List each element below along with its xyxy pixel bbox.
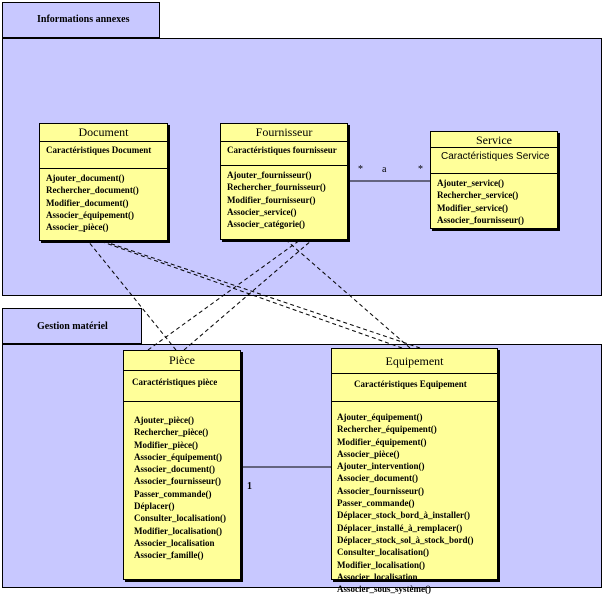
operation: Déplacer_stock_bord_à_installer(): [337, 510, 470, 521]
operation: Modifier_équipement(): [337, 436, 427, 447]
class-fournisseur: Fournisseur Caractéristiques fournisseur…: [220, 123, 348, 240]
package-gestion-materiel: [2, 344, 602, 588]
class-operations-document: Ajouter_document() Rechercher_document()…: [40, 169, 167, 233]
dependency-equipement-fournisseur: [285, 239, 411, 349]
package-title-gestion-materiel: Gestion matériel: [37, 321, 108, 332]
dependency-piece-fournisseur-b: [183, 239, 313, 351]
class-document: Document Caractéristiques Document Ajout…: [39, 123, 168, 241]
dependency-equipement-document-b: [102, 240, 421, 349]
operation: Associer_fournisseur(): [134, 476, 221, 487]
package-title-informations-annexes: Informations annexes: [37, 14, 130, 25]
operation: Associer_équipement(): [46, 209, 134, 220]
association-name-fournisseur-service: a: [382, 164, 387, 175]
package-tab-gestion-materiel: Gestion matériel: [2, 308, 142, 344]
operation: Consulter_localisation(): [134, 513, 226, 524]
class-attributes-piece: Caractéristiques pièce: [124, 371, 240, 402]
operation: Rechercher_fournisseur(): [227, 182, 326, 193]
operation: Déplacer_stock_sol_à_stock_bord(): [337, 534, 474, 545]
operation: Associer_pièce(): [337, 448, 400, 459]
class-attributes-document: Caractéristiques Document: [40, 142, 167, 169]
operation: Déplacer(): [134, 501, 175, 512]
operation: Associer_service(): [227, 206, 297, 217]
class-operations-fournisseur: Ajouter_fournisseur() Rechercher_fournis…: [221, 166, 347, 230]
class-attributes-fournisseur: Caractéristiques fournisseur: [221, 142, 347, 166]
operation: Rechercher_service(): [437, 190, 519, 201]
operation: Rechercher_pièce(): [134, 427, 209, 438]
operation: Associer_fournisseur(): [337, 485, 424, 496]
operation: Ajouter_intervention(): [337, 461, 425, 472]
operation: Associer_localisation: [337, 571, 418, 582]
class-operations-piece: Ajouter_pièce() Rechercher_pièce() Modif…: [124, 402, 240, 562]
class-name-fournisseur: Fournisseur: [221, 124, 347, 142]
operation: Ajouter_service(): [437, 178, 504, 188]
operation: Associer_localisation: [134, 537, 215, 548]
dependency-piece-document: [87, 240, 177, 351]
class-operations-equipement: Ajouter_équipement() Rechercher_équipeme…: [332, 402, 497, 595]
operation: Passer_commande(): [337, 498, 415, 509]
operation: Associer_document(): [134, 464, 215, 475]
multiplicity-piece-equipement: 1: [247, 481, 252, 492]
operation: Associer_fournisseur(): [437, 214, 524, 225]
multiplicity-fournisseur-left: *: [358, 164, 363, 175]
operation: Modifier_fournisseur(): [227, 194, 316, 205]
dependency-equipement-document-a: [99, 240, 403, 349]
operation: Associer_équipement(): [134, 451, 222, 462]
class-name-document: Document: [40, 124, 167, 142]
class-name-equipement: Equipement: [332, 349, 497, 374]
operation: Associer_famille(): [134, 550, 204, 561]
operation: Ajouter_pièce(): [134, 415, 194, 425]
class-attributes-service: Caractéristiques Service: [431, 148, 557, 174]
operation: Modifier_localisation(): [337, 559, 425, 570]
operation: Modifier_document(): [46, 197, 129, 208]
operation: Consulter_localisation(): [337, 547, 429, 558]
class-attributes-equipement: Caractéristiques Equipement: [332, 374, 497, 402]
operation: Rechercher_document(): [46, 185, 139, 196]
operation: Modifier_service(): [437, 202, 508, 213]
class-name-piece: Pièce: [124, 351, 240, 371]
operation: Ajouter_document(): [46, 173, 125, 183]
operation: Ajouter_fournisseur(): [227, 170, 312, 180]
operation: Modifier_pièce(): [134, 439, 198, 450]
operation: Modifier_localisation(): [134, 525, 222, 536]
class-service: Service Caractéristiques Service Ajouter…: [430, 131, 558, 229]
class-name-service: Service: [431, 132, 557, 148]
operation: Associer_catégorie(): [227, 219, 305, 230]
package-tab-informations-annexes: Informations annexes: [2, 2, 160, 38]
operation: Ajouter_équipement(): [337, 412, 423, 422]
class-operations-service: Ajouter_service() Rechercher_service() M…: [431, 174, 557, 226]
operation: Associer_sous_système(): [337, 584, 431, 595]
multiplicity-service-right: *: [418, 164, 423, 175]
operation: Rechercher_équipement(): [337, 424, 437, 435]
dependency-piece-fournisseur-a: [147, 239, 301, 351]
operation: Associer_document(): [337, 473, 418, 484]
class-equipement: Equipement Caractéristiques Equipement A…: [331, 348, 498, 594]
operation: Associer_pièce(): [46, 222, 109, 233]
class-piece: Pièce Caractéristiques pièce Ajouter_piè…: [123, 350, 241, 580]
operation: Passer_commande(): [134, 488, 212, 499]
operation: Déplacer_installé_à_remplacer(): [337, 522, 463, 533]
